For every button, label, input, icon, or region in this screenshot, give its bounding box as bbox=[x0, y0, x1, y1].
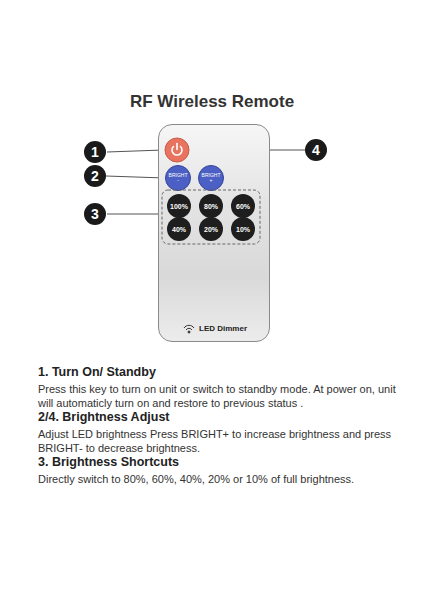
shortcut-button: 80% bbox=[199, 194, 223, 218]
button-label: 3 bbox=[91, 207, 99, 221]
shortcut-group-outline bbox=[162, 190, 260, 244]
leader-line bbox=[107, 150, 163, 152]
shortcut-button: 20% bbox=[199, 217, 223, 241]
button-label: 4 bbox=[312, 143, 320, 157]
section-body: Press this key to turn on unit or switch… bbox=[38, 382, 398, 411]
section-heading: 3. Brightness Shortcuts bbox=[38, 455, 398, 469]
button-label: 40% bbox=[172, 226, 186, 233]
callout-number: 2 bbox=[84, 165, 106, 187]
button-label: 1 bbox=[91, 145, 99, 159]
callout-number: 4 bbox=[305, 139, 327, 161]
callout-number: 3 bbox=[84, 203, 106, 225]
section-body: Directly switch to 80%, 60%, 40%, 20% or… bbox=[38, 472, 398, 486]
leader-line bbox=[106, 176, 165, 178]
button-label: 20% bbox=[204, 226, 218, 233]
device-label: LED Dimmer bbox=[199, 324, 247, 333]
remote-body: LED Dimmer BRIGHT - BRIGHT + 100% 80% 60% 40% 2… bbox=[158, 124, 270, 342]
button-label: BRIGHT - bbox=[168, 173, 188, 184]
button-label: 60% bbox=[236, 203, 250, 210]
button-label: 2 bbox=[91, 169, 99, 183]
brightness-button: BRIGHT - bbox=[165, 165, 191, 191]
button-label: 80% bbox=[204, 203, 218, 210]
shortcut-button: 10% bbox=[231, 217, 255, 241]
button-label: BRIGHT + bbox=[201, 173, 221, 184]
brightness-button: BRIGHT + bbox=[198, 165, 224, 191]
shortcut-button: 100% bbox=[167, 194, 191, 218]
callout-number: 1 bbox=[84, 141, 106, 163]
section-body: Adjust LED brightness Press BRIGHT+ to i… bbox=[38, 427, 398, 456]
button-label: 100% bbox=[170, 203, 188, 210]
shortcut-button: 60% bbox=[231, 194, 255, 218]
diagram-title: RF Wireless Remote bbox=[0, 92, 424, 112]
button-label: 10% bbox=[236, 226, 250, 233]
shortcut-button: 40% bbox=[167, 217, 191, 241]
section-heading: 2/4. Brightness Adjust bbox=[38, 410, 398, 424]
leader-line bbox=[107, 213, 160, 214]
section-heading: 1. Turn On/ Standby bbox=[38, 365, 398, 379]
